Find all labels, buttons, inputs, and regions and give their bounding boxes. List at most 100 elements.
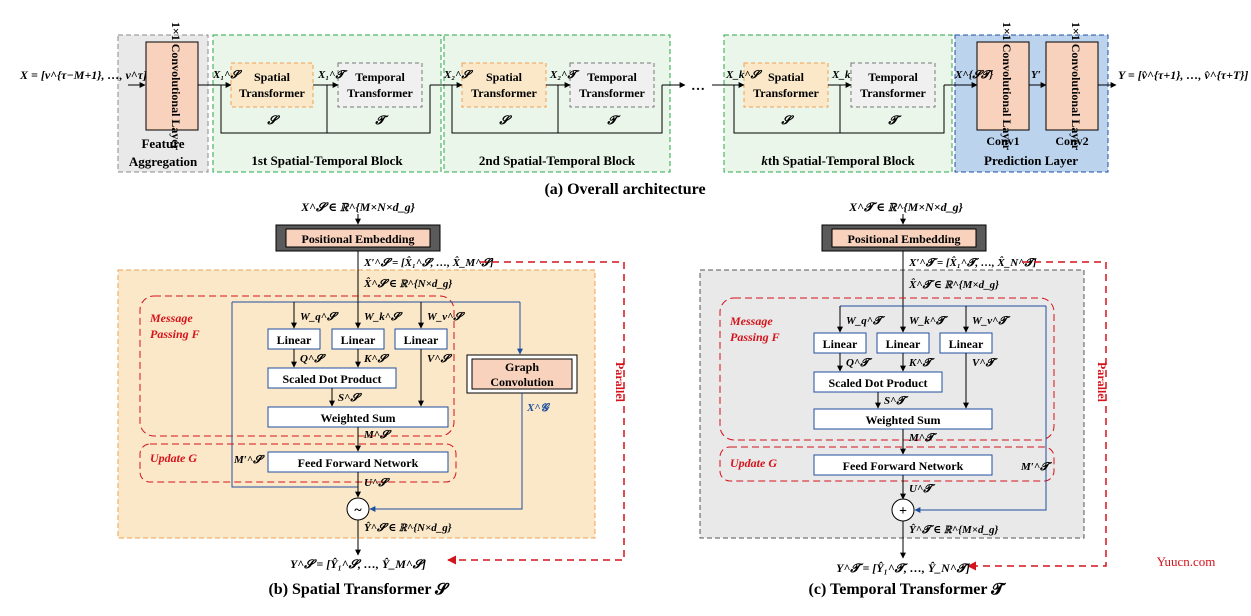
temporal-pos-emb-box: [831, 228, 977, 248]
output-y-label: Y = [v̂^{τ+1}, …, v̂^{τ+T}]: [1118, 68, 1248, 82]
spatial-linear-q-label: Linear: [277, 333, 312, 347]
block-k-temporal-box: [850, 62, 936, 108]
spatial-k: K^𝓢: [363, 353, 390, 365]
spatial-q: Q^𝓢: [300, 353, 326, 365]
block-2-spatial-box: [461, 62, 547, 108]
temporal-m: M^𝓣: [908, 432, 938, 444]
temporal-op-symbol: +: [899, 504, 907, 519]
block-1-temporal-label-1: Temporal: [355, 70, 405, 84]
spatial-message-passing-region: [139, 295, 455, 437]
block-2-temporal-label-2: Transformer: [579, 86, 645, 100]
temporal-region: [699, 269, 1085, 539]
prediction-caption: Prediction Layer: [984, 153, 1078, 168]
temporal-parallel-label: Parallel: [1095, 362, 1109, 403]
block-2-x2s: X₂^𝓢: [443, 69, 473, 81]
overall-architecture: 1×1 Convolutional Layer Feature Aggregat…: [19, 22, 1248, 198]
spatial-yhat: Ŷ^𝓢 ∈ ℝ^{N×d_g}: [364, 522, 452, 534]
yprime-label: Y′: [1031, 69, 1041, 81]
temporal-xprime-label: X′^𝓣 = [X̂₁^𝓣, …, X̂_N^𝓣]: [908, 256, 1037, 269]
block-1-spatial-box: [230, 62, 314, 108]
temporal-message-label-2: Passing F: [730, 330, 780, 344]
graph-conv-label-1: Graph: [505, 360, 539, 374]
block-1-x1t: X₁^𝓣: [317, 69, 348, 81]
spatial-pos-emb-label: Positional Embedding: [301, 232, 414, 246]
spatial-mprime: M′^𝓢: [233, 454, 265, 466]
conv1-box: [976, 41, 1030, 131]
temporal-update-label: Update G: [730, 456, 777, 470]
temporal-xhat-label: X̂^𝓣 ∈ ℝ^{M×d_g}: [908, 278, 999, 291]
temporal-wk: W_k^𝓣: [909, 315, 949, 327]
conv2-box: [1045, 41, 1099, 131]
temporal-q: Q^𝓣: [846, 357, 873, 369]
block-1-x1s: X₁^𝓢: [212, 69, 242, 81]
spatial-v: V^𝓢: [427, 353, 453, 365]
temporal-yhat: Ŷ^𝓣 ∈ ℝ^{M×d_g}: [909, 524, 999, 536]
temporal-wsum-label: Weighted Sum: [865, 413, 940, 427]
spatial-message-label-1: Message: [149, 311, 193, 325]
temporal-linear-q-label: Linear: [823, 337, 858, 351]
spatial-linear-v-label: Linear: [404, 333, 439, 347]
block-k-spatial-label-2: Transformer: [753, 86, 819, 100]
temporal-u: U^𝓣: [909, 483, 936, 495]
temporal-input-label: X^𝓣 ∈ ℝ^{M×N×d_g}: [848, 200, 963, 214]
spatial-xprime-label: X′^𝓢 = [X̂₁^𝓢, …, X̂_M^𝓢]: [363, 256, 494, 269]
block-1-spatial-label-1: Spatial: [254, 70, 291, 84]
spatial-sdp-label: Scaled Dot Product: [282, 372, 381, 386]
spatial-m: M^𝓢: [363, 429, 392, 441]
spatial-update-region: [139, 443, 457, 483]
temporal-linear-v-label: Linear: [949, 337, 984, 351]
block-1-temporal-label-2: Transformer: [347, 86, 413, 100]
block-2-spatial-label-2: Transformer: [471, 86, 537, 100]
feature-caption-line2: Aggregation: [129, 154, 198, 169]
spatial-wq: W_q^𝓢: [300, 311, 339, 323]
block-2-spatial-label-1: Spatial: [486, 70, 523, 84]
block-1-caption: 1st Spatial-Temporal Block: [251, 153, 403, 168]
block-1-spatial-label-2: Transformer: [239, 86, 305, 100]
spatial-transformer: X^𝓢 ∈ ℝ^{M×N×d_g} Positional Embedding X…: [117, 200, 627, 598]
block-1-temporal-box: [337, 62, 423, 108]
input-x-label: X = [v^{τ−M+1}, …, v^τ]: [19, 68, 147, 82]
watermark: Yuucn.com: [1157, 554, 1216, 569]
spatial-linear-k-label: Linear: [341, 333, 376, 347]
block-k-caption: kth Spatial-Temporal Block: [761, 153, 915, 168]
temporal-mprime: M′^𝓣: [1020, 461, 1053, 473]
feature-conv-box: [145, 41, 199, 131]
block-2-x2t: X₂^𝓣: [549, 69, 580, 81]
temporal-pos-emb-label: Positional Embedding: [847, 232, 960, 246]
block-k-spatial-label-1: Spatial: [768, 70, 805, 84]
caption-a: (a) Overall architecture: [544, 181, 705, 198]
graph-conv-label-2: Convolution: [490, 375, 554, 389]
conv1-label: 1×1 Convolutional Layer: [1000, 22, 1014, 151]
spatial-message-label-2: Passing F: [150, 327, 200, 341]
spatial-ffn-label: Feed Forward Network: [298, 456, 419, 470]
spatial-xg: X^𝓖: [526, 402, 551, 414]
temporal-transformer: X^𝓣 ∈ ℝ^{M×N×d_g} Positional Embedding X…: [699, 200, 1109, 598]
block-k-temporal-label-2: Transformer: [860, 86, 926, 100]
spatial-xhat-label: X̂^𝓢 ∈ ℝ^{N×d_g}: [363, 277, 452, 290]
caption-b: (b) Spatial Transformer 𝓢: [268, 581, 450, 598]
caption-c: (c) Temporal Transformer 𝓣: [809, 581, 1007, 598]
spatial-u: U^𝓢: [364, 477, 390, 489]
temporal-wv: W_v^𝓣: [972, 315, 1011, 327]
temporal-update-region: [719, 446, 1055, 482]
spatial-wsum-label: Weighted Sum: [320, 411, 395, 425]
spatial-s: S^𝓢: [338, 392, 362, 404]
spatial-pos-emb-box: [285, 228, 431, 248]
temporal-k: K^𝓣: [908, 357, 936, 369]
conv2-label: 1×1 Convolutional Layer: [1069, 22, 1083, 151]
spatial-output-label: Y^𝓢 = [Ŷ₁^𝓢, …, Ŷ_M^𝓢]: [290, 557, 426, 571]
spatial-parallel-label: Parallel: [613, 362, 627, 403]
temporal-output-label: Y^𝓣 = [Ŷ₁^𝓣, …, Ŷ_N^𝓣]: [836, 561, 971, 575]
temporal-v: V^𝓣: [972, 357, 999, 369]
graph-conv-box: [471, 358, 573, 390]
temporal-message-passing-region: [719, 297, 1055, 441]
spatial-wk: W_k^𝓢: [364, 311, 403, 323]
temporal-linear-k-label: Linear: [886, 337, 921, 351]
block-k-xks: X_k^𝓢: [725, 69, 763, 81]
feature-caption-line1: Feature: [141, 136, 184, 151]
spatial-op-symbol: ~: [354, 503, 362, 518]
temporal-wq: W_q^𝓣: [846, 315, 886, 327]
xst-label: X^{𝓢𝓣}: [954, 69, 994, 81]
blocks-ellipsis: …: [691, 79, 705, 94]
